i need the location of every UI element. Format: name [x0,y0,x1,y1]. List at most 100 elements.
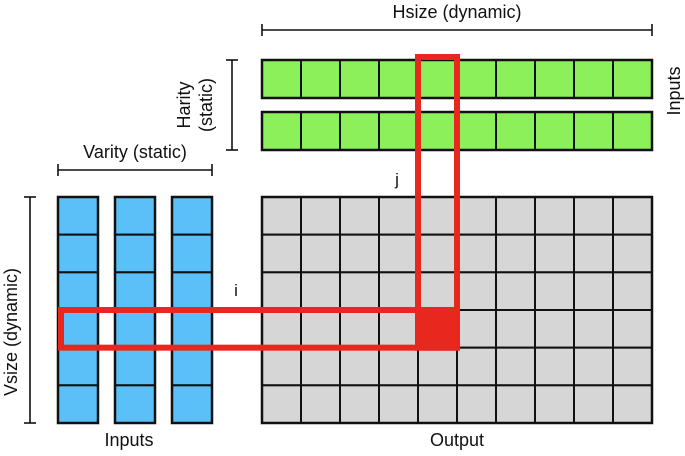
index-j-label: j [394,170,399,189]
output-cell [261,271,302,312]
output-cell [573,346,614,387]
index-i-label: i [234,281,238,300]
output-cell [417,233,458,274]
output-cell [612,271,653,312]
output-cell [339,196,380,236]
hsize-label: Hsize (dynamic) [392,2,521,22]
output-cell [612,346,653,387]
output-cell [573,196,614,236]
output-cell [612,233,653,274]
index-highlights [58,54,460,351]
v-input-cell [114,346,156,387]
output-cell [573,271,614,312]
h-input-cell [612,59,653,99]
output-cell [456,346,497,387]
output-cell [261,309,302,349]
j-label-bg [426,165,449,193]
output-cell [495,346,536,387]
output-cell [417,196,458,236]
output-cell [534,271,575,312]
output-cell [300,271,341,312]
output-cell [495,271,536,312]
output-cell [573,309,614,349]
v-input-arrays [56,195,214,425]
output-cell [573,233,614,274]
output-cell [534,384,575,425]
harity-label-line1: Harity [174,81,194,128]
output-cell [339,384,380,425]
h-input-cell [495,59,536,99]
output-cell [378,384,419,425]
h-input-cell [456,111,497,151]
h-input-cell [573,59,614,99]
output-cell [378,309,419,349]
output-cell [612,384,653,425]
highlight-output-cell [418,310,457,348]
h-input-cell [534,59,575,99]
output-cell [261,196,302,236]
i-label-bg [222,316,250,342]
output-cell [456,233,497,274]
v-input-cell [171,233,213,274]
h-input-cell [534,111,575,151]
output-cell [612,309,653,349]
highlight-row-i [58,307,460,351]
v-input-cell [171,196,213,236]
h-input-cell [261,111,302,151]
hsize-brace [261,24,653,36]
output-cell [534,233,575,274]
v-input-cell [171,384,213,425]
v-input-cell [57,196,99,236]
output-cell [339,233,380,274]
output-cell [495,384,536,425]
h-input-cell [456,59,497,99]
h-input-cell [378,111,419,151]
output-grid [260,195,654,425]
v-input-cell [114,384,156,425]
output-cell [573,384,614,425]
output-cell [495,233,536,274]
h-input-cell [300,59,341,99]
v-input-cell [171,346,213,387]
vsize-brace [24,196,36,424]
output-cell [495,309,536,349]
output-cell [300,346,341,387]
output-cell [495,196,536,236]
output-cell [261,384,302,425]
v-input-cell [114,271,156,312]
v-input-cell [171,309,213,349]
output-cell [456,271,497,312]
output-cell [300,196,341,236]
h-input-cell [573,111,614,151]
v-input-cell [114,233,156,274]
output-cell [378,271,419,312]
h-input-cell [300,111,341,151]
h-input-cell [495,111,536,151]
v-input-cell [57,346,99,387]
output-cell [339,271,380,312]
h-input-arrays [260,58,654,152]
output-cell [456,309,497,349]
output-cell [300,384,341,425]
v-input-cell [171,271,213,312]
output-cell [339,346,380,387]
output-cell [417,346,458,387]
h-inputs-label: Inputs [664,66,684,115]
output-cell [456,384,497,425]
harity-brace [226,59,238,151]
output-cell [378,196,419,236]
v-inputs-label: Inputs [104,430,153,450]
output-cell [378,233,419,274]
v-input-cell [57,233,99,274]
output-cell [261,233,302,274]
h-input-cell [261,59,302,99]
output-cell [417,384,458,425]
h-input-cell [339,111,380,151]
h-input-cell [417,59,458,99]
output-cell [417,271,458,312]
output-cell [339,309,380,349]
output-cell [378,346,419,387]
v-input-cell [114,196,156,236]
output-cell [534,309,575,349]
